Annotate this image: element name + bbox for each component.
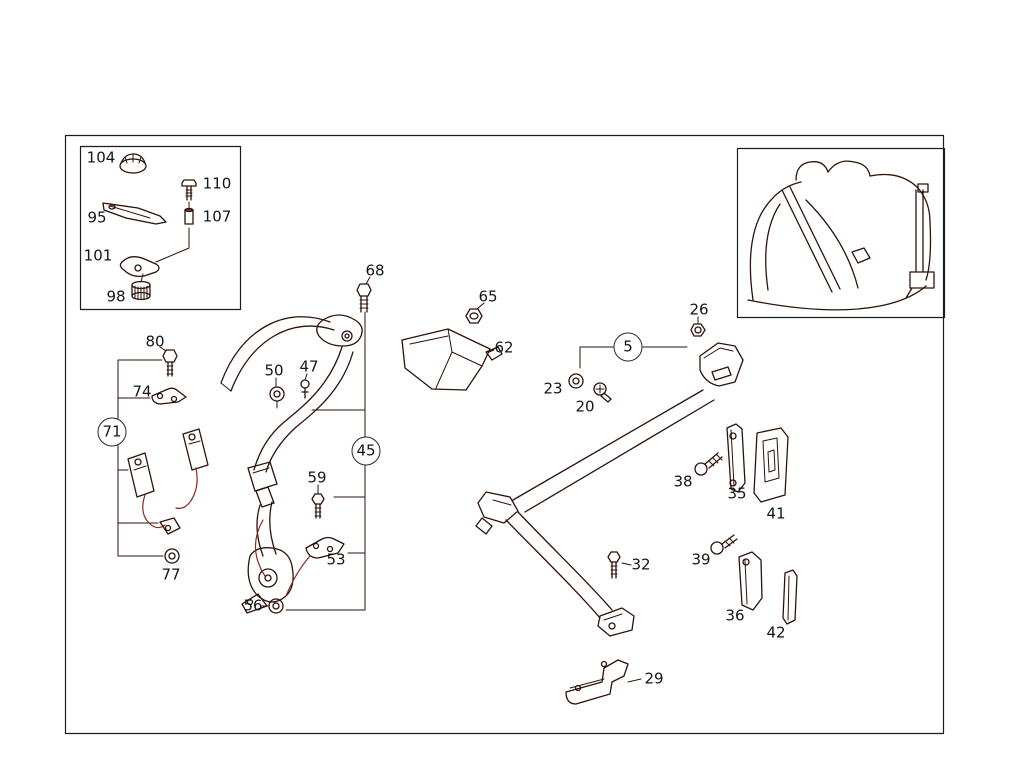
group-45-bracket-lines — [285, 311, 366, 611]
callout-104: 104 — [86, 148, 116, 167]
outer-frame — [64, 134, 945, 735]
callout-80: 80 — [145, 332, 165, 351]
callout-38: 38 — [673, 472, 693, 491]
part-77-grommet-drawing — [164, 548, 180, 564]
part-65-nut-drawing — [465, 308, 483, 324]
part-39-bolt-drawing — [710, 534, 738, 555]
part-32-bolt-drawing — [607, 551, 621, 579]
part-41-adjuster-drawing — [753, 427, 789, 503]
callout-35: 35 — [727, 484, 747, 503]
part-110-bolt-drawing — [181, 179, 197, 201]
part-53-bracket-drawing — [285, 536, 345, 597]
misc-leader-lines — [159, 276, 642, 683]
part-56-grommet-drawing — [268, 598, 284, 614]
callout-71: 71 — [97, 417, 127, 447]
seat-overview-drawing — [747, 160, 935, 311]
part-20-screw-drawing — [593, 382, 612, 403]
callout-29: 29 — [644, 669, 664, 688]
part-47-clip-drawing — [300, 379, 310, 399]
part-50-grommet-drawing — [269, 386, 285, 409]
callout-77: 77 — [161, 565, 181, 584]
part-107-sleeve-drawing — [184, 207, 194, 225]
callout-42: 42 — [766, 623, 786, 642]
callout-50: 50 — [264, 361, 284, 380]
hardware-connector-lines — [140, 201, 190, 283]
part-38-bolt-drawing — [694, 452, 723, 476]
part-80-bolt-drawing — [162, 349, 178, 377]
part-104-cap-drawing — [119, 153, 147, 174]
callout-26: 26 — [689, 300, 709, 319]
callout-32: 32 — [631, 555, 651, 574]
part-101-hook-drawing — [119, 256, 160, 278]
callout-59: 59 — [307, 468, 327, 487]
callout-68: 68 — [365, 261, 385, 280]
callout-65: 65 — [478, 287, 498, 306]
part-59-bolt-drawing — [311, 493, 325, 519]
callout-53: 53 — [326, 550, 346, 569]
callout-110: 110 — [202, 174, 232, 193]
group-71-bracket-lines — [117, 359, 164, 557]
part-98-cap-drawing — [131, 280, 151, 301]
callout-62: 62 — [494, 338, 514, 357]
part-23-grommet-drawing — [568, 373, 584, 389]
part-62-cover-drawing — [401, 328, 503, 391]
part-68-bolt-drawing — [356, 283, 372, 313]
callout-47: 47 — [299, 357, 319, 376]
part-35-bracket-drawing — [726, 423, 746, 493]
right-belt-assembly-drawing — [475, 342, 744, 637]
seat-overview-inset-box — [736, 147, 946, 319]
callout-95: 95 — [87, 208, 107, 227]
callout-20: 20 — [575, 397, 595, 416]
hardware-inset-box — [79, 145, 242, 311]
callout-56: 56 — [243, 596, 263, 615]
callout-36: 36 — [725, 606, 745, 625]
part-74-bracket-drawing — [151, 387, 187, 405]
callout-41: 41 — [766, 504, 786, 523]
callout-23: 23 — [543, 379, 563, 398]
group-5-leader-lines — [579, 316, 699, 369]
part-36-bracket-drawing — [738, 551, 763, 611]
callout-39: 39 — [691, 550, 711, 569]
left-buckles-drawing — [127, 428, 209, 535]
callout-5: 5 — [613, 332, 643, 362]
callout-107: 107 — [202, 207, 232, 226]
callout-45: 45 — [351, 436, 381, 466]
part-26-nut-drawing — [690, 323, 706, 337]
part-42-strip-drawing — [782, 569, 798, 625]
part-95-bracket-drawing — [102, 202, 167, 225]
callout-74: 74 — [132, 382, 152, 401]
center-belt-assembly-drawing — [220, 314, 363, 614]
part-29-bracket-drawing — [565, 659, 629, 705]
callout-98: 98 — [106, 287, 126, 306]
callout-101: 101 — [83, 246, 113, 265]
